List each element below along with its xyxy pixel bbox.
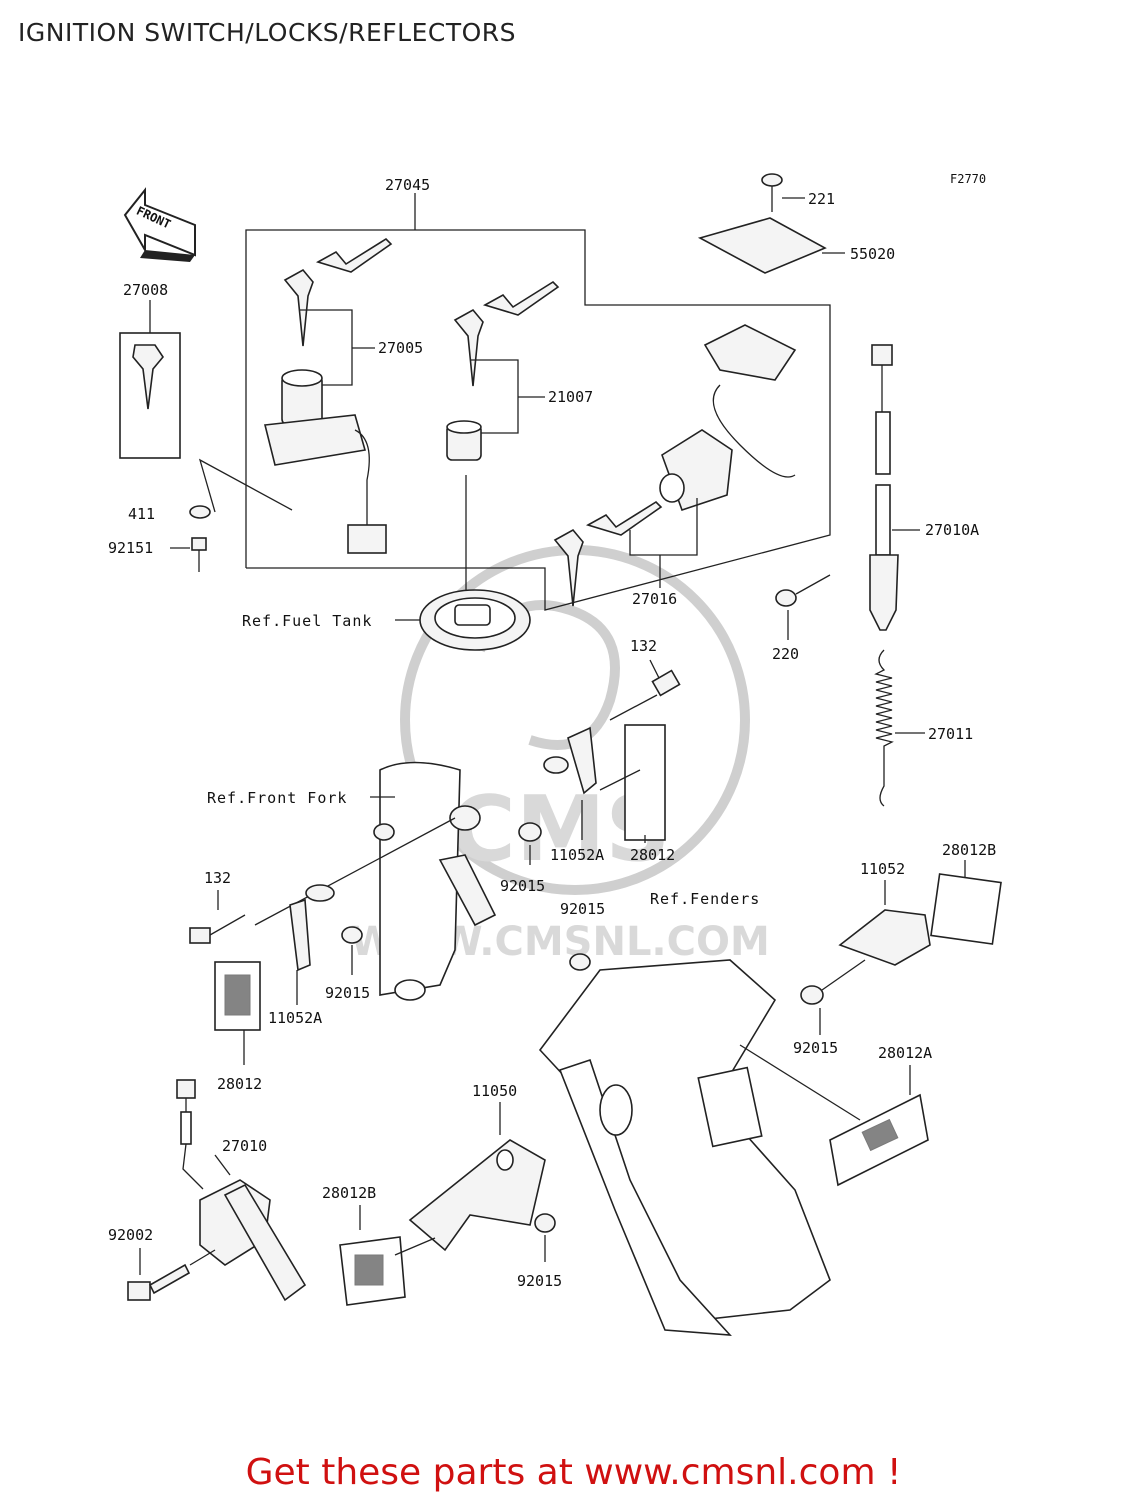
label-27011: 27011: [928, 725, 973, 743]
part-27045-ignition-switch: [264, 369, 387, 554]
part-92015-nut-a: [518, 822, 542, 842]
label-27016: 27016: [632, 590, 677, 608]
part-28012B-reflector-left: [339, 1236, 406, 1306]
part-27010-switch: [176, 1079, 307, 1302]
part-27011-spring: [874, 649, 894, 807]
label-11052: 11052: [860, 860, 905, 878]
label-ref-front-fork: Ref.Front Fork: [207, 789, 347, 807]
label-411: 411: [128, 505, 155, 523]
figure-code: F2770: [950, 172, 986, 186]
label-92015-a: 92015: [500, 877, 545, 895]
page-title: IGNITION SWITCH/LOCKS/REFLECTORS: [18, 18, 517, 47]
label-92151: 92151: [108, 539, 153, 557]
label-28012A: 28012A: [878, 1044, 932, 1062]
parts-diagram: CMS WWW.CMSNL.COM FRONT F2770 27045 2700…: [108, 172, 1002, 1336]
label-27010: 27010: [222, 1137, 267, 1155]
part-28012-reflector-upper: [624, 724, 666, 841]
label-28012B-right: 28012B: [942, 841, 996, 859]
label-27008: 27008: [123, 281, 168, 299]
label-27005: 27005: [378, 339, 423, 357]
label-ref-fuel-tank: Ref.Fuel Tank: [242, 612, 372, 630]
part-11052-bracket: [838, 909, 931, 966]
set-27045-bracket: [245, 229, 831, 611]
ref-front-fork: [373, 761, 497, 1001]
front-arrow-icon: FRONT: [123, 187, 196, 262]
part-21007-lock-cylinder: [446, 420, 482, 461]
label-21007: 21007: [548, 388, 593, 406]
ref-fenders-rear: [538, 959, 831, 1336]
label-92015-c: 92015: [560, 900, 605, 918]
part-92015-nut-c: [569, 953, 591, 971]
part-27010A-switch: [869, 344, 899, 631]
part-11052A-bracket-upper: [543, 726, 597, 795]
label-ref-fenders: Ref.Fenders: [650, 890, 760, 908]
part-221-screw: [761, 173, 783, 212]
part-28012-reflector-lower: [214, 961, 261, 1031]
part-132-bolt-lower: [189, 914, 246, 944]
label-132-lower: 132: [204, 869, 231, 887]
label-92015-d: 92015: [793, 1039, 838, 1057]
cta-banner[interactable]: Get these parts at www.cmsnl.com !: [245, 1452, 902, 1493]
label-221: 221: [808, 190, 835, 208]
part-27016-lock: [553, 429, 733, 607]
part-92151-screw: [191, 537, 207, 572]
label-28012-lower: 28012: [217, 1075, 262, 1093]
label-27045: 27045: [385, 176, 430, 194]
part-28012A-reflector: [829, 1093, 929, 1187]
label-92015-e: 92015: [517, 1272, 562, 1290]
part-seat-lock-bracket: [703, 324, 797, 478]
part-92015-nut-b: [341, 926, 363, 944]
part-28012B-reflector-right: [930, 873, 1002, 945]
label-55020: 55020: [850, 245, 895, 263]
ref-fuel-tank-cap: [419, 589, 531, 651]
part-132-bolt-upper: [609, 669, 681, 721]
label-28012B-left: 28012B: [322, 1184, 376, 1202]
label-92002: 92002: [108, 1226, 153, 1244]
part-92015-nut-d: [800, 985, 824, 1005]
label-11052A-upper: 11052A: [550, 846, 604, 864]
label-11050: 11050: [472, 1082, 517, 1100]
part-27005-keys: [283, 237, 393, 347]
part-411-washer: [189, 505, 211, 519]
label-92015-b: 92015: [325, 984, 370, 1002]
part-92002-bolt: [127, 1263, 191, 1301]
part-220-screw: [775, 574, 831, 607]
label-28012-upper: 28012: [630, 846, 675, 864]
label-27010A: 27010A: [925, 521, 979, 539]
part-55020-plate: [697, 217, 827, 274]
part-92015-nut-e: [534, 1213, 556, 1233]
label-132-upper: 132: [630, 637, 657, 655]
label-11052A-lower: 11052A: [268, 1009, 322, 1027]
part-11050-bracket: [408, 1139, 546, 1252]
part-21007-keys: [453, 280, 560, 387]
part-11052A-bracket-lower: [289, 884, 335, 972]
label-220: 220: [772, 645, 799, 663]
